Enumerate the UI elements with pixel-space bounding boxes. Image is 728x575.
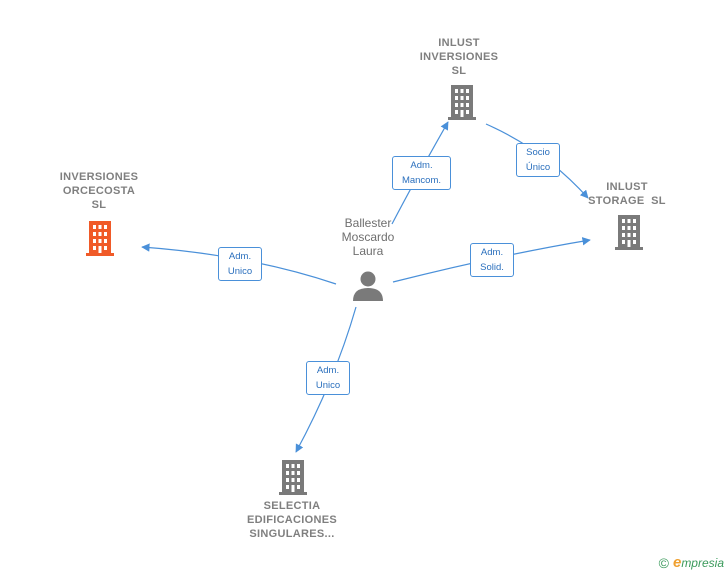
person-icon[interactable] <box>352 271 384 301</box>
building-icon-inversiones-orcecosta[interactable] <box>85 220 115 256</box>
edge-label-socio-unico[interactable]: Socio Único <box>516 143 560 177</box>
company-label-inlust-inversiones[interactable]: INLUST INVERSIONES SL <box>419 37 499 77</box>
person-label-ballester[interactable]: Ballester Moscardo Laura <box>341 216 395 258</box>
company-label-inversiones-orcecosta[interactable]: INVERSIONES ORCECOSTA SL <box>59 171 139 211</box>
brand-name: mpresia <box>681 556 724 570</box>
company-label-inlust-storage[interactable]: INLUST STORAGE SL <box>588 181 666 207</box>
copyright-icon: © <box>658 554 669 571</box>
edge-label-adm-mancom[interactable]: Adm. Mancom. <box>392 156 451 190</box>
edge-label-adm-unico-bottom[interactable]: Adm. Unico <box>306 361 350 395</box>
company-label-selectia[interactable]: SELECTIA EDIFICACIONES SINGULARES... <box>246 500 338 540</box>
building-icon-inlust-inversiones[interactable] <box>447 84 477 120</box>
building-icon-inlust-storage[interactable] <box>614 214 644 250</box>
empresia-logo[interactable]: © empresia <box>659 554 724 571</box>
edge-label-adm-solid[interactable]: Adm. Solid. <box>470 243 514 277</box>
edge-label-adm-unico-left[interactable]: Adm. Unico <box>218 247 262 281</box>
building-icon-selectia[interactable] <box>278 459 308 495</box>
brand-initial: e <box>672 554 682 571</box>
